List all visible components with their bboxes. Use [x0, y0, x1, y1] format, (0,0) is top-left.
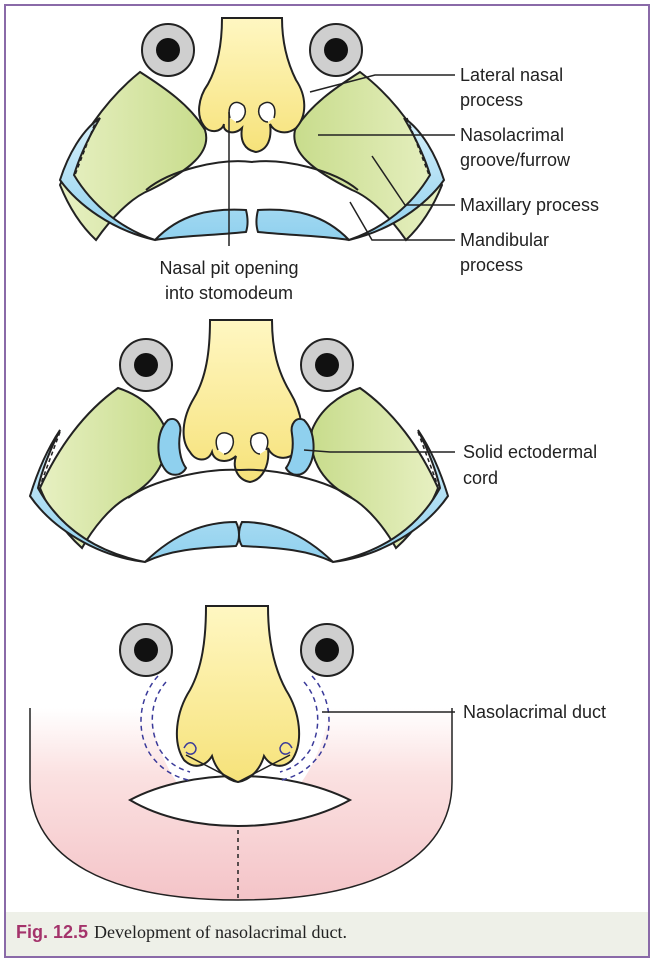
figure-caption: Fig. 12.5 Development of nasolacrimal duc…	[6, 912, 648, 956]
label-nasolacrimal-duct: Nasolacrimal duct	[463, 702, 606, 722]
maxillary-process-right	[294, 72, 442, 240]
frontonasal-process-nose	[177, 606, 299, 782]
eye-left	[120, 339, 172, 391]
label-maxillary: Maxillary process	[460, 195, 599, 215]
label-mandibular-2: process	[460, 255, 523, 275]
label-lateral-nasal-2: process	[460, 90, 523, 110]
label-nasolacrimal-groove-2: groove/furrow	[460, 150, 571, 170]
eye-right	[301, 624, 353, 676]
nasolacrimal-diagram: Lateral nasal process Nasolacrimal groov…	[0, 0, 657, 912]
label-mandibular-1: Mandibular	[460, 230, 549, 250]
figure-caption-text: Development of nasolacrimal duct.	[94, 922, 347, 942]
ectodermal-cord-left	[158, 419, 186, 475]
panel-2-cord-stage: Solid ectodermal cord	[30, 320, 597, 562]
eye-right	[301, 339, 353, 391]
figure-number: Fig. 12.5	[16, 922, 88, 942]
label-cord-1: Solid ectodermal	[463, 442, 597, 462]
maxillary-process-left	[60, 72, 206, 240]
frontonasal-process-nose	[199, 18, 304, 152]
panel-3-duct-stage: Nasolacrimal duct	[30, 606, 606, 900]
label-lateral-nasal-1: Lateral nasal	[460, 65, 563, 85]
label-nasal-pit-2: into stomodeum	[165, 283, 293, 303]
eye-left	[120, 624, 172, 676]
eye-left	[142, 24, 194, 76]
label-nasolacrimal-groove-1: Nasolacrimal	[460, 125, 564, 145]
panel-1-groove-stage: Lateral nasal process Nasolacrimal groov…	[60, 18, 599, 303]
label-nasal-pit-1: Nasal pit opening	[159, 258, 298, 278]
frontonasal-process-nose	[184, 320, 302, 482]
eye-right	[310, 24, 362, 76]
label-cord-2: cord	[463, 468, 498, 488]
leader-lateral-nasal	[310, 75, 455, 92]
